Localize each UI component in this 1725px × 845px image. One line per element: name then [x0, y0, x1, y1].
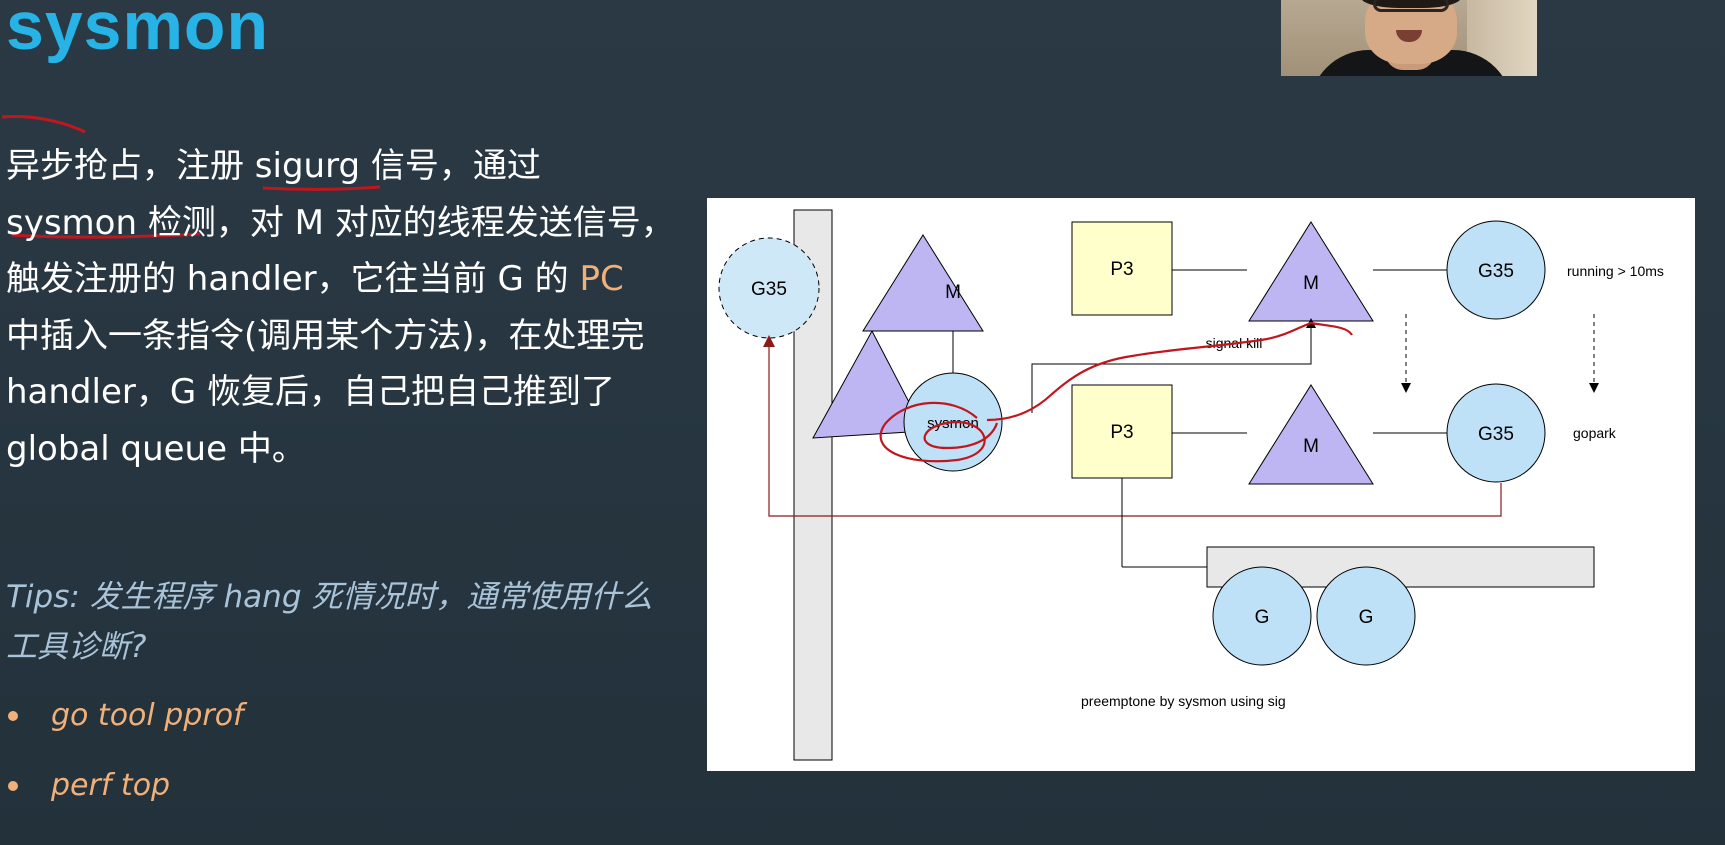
presenter-glasses — [1373, 0, 1449, 12]
paragraph-line: global queue 中。 — [6, 428, 306, 469]
p3-bottom-box — [1071, 384, 1173, 479]
list-item: go tool pprof — [0, 690, 244, 760]
bullet-icon — [8, 781, 18, 791]
left-g35-circle — [718, 237, 820, 339]
top-m-label: M — [945, 282, 961, 303]
p3-bottom-label: P3 — [1110, 422, 1133, 443]
slide-title: sysmon — [6, 0, 269, 64]
g35-bottom-circle — [1446, 383, 1546, 483]
paragraph-line: sysmon 检测，对 M 对应的线程发送信号， — [6, 202, 675, 243]
tips-line: Tips: 发生程序 hang 死情况时，通常使用什么 — [6, 579, 653, 615]
sysmon-m-triangle — [862, 234, 984, 332]
m-mid-top-label: M — [1303, 273, 1319, 294]
g35-bottom-label: G35 — [1478, 424, 1514, 445]
m-mid-bottom-triangle — [1248, 384, 1374, 485]
running-label: running > 10ms — [1567, 263, 1664, 279]
paragraph-line: 中插入一条指令(调用某个方法)，在处理完 — [6, 315, 645, 356]
bullet-label: go tool pprof — [51, 698, 244, 733]
top-m-triangle — [812, 329, 925, 439]
m-mid-bottom-label: M — [1303, 436, 1319, 457]
pen-underline-stroke — [1, 115, 86, 134]
signal-arrow — [1031, 318, 1316, 413]
preemption-diagram: G35 M sysmon P3 M G35 running > 10ms sig… — [718, 209, 1664, 761]
gopark-label: gopark — [1573, 425, 1617, 441]
p3-top-label: P3 — [1110, 259, 1133, 280]
main-paragraph: 异步抢占，注册 sigurg 信号，通过 sysmon 检测，对 M 对应的线程… — [6, 138, 686, 477]
pen-stroke-signal — [986, 321, 1353, 422]
g35-top-circle — [1446, 220, 1546, 320]
queue-g1-label: G — [1255, 607, 1270, 628]
bullet-icon — [8, 711, 18, 721]
sysmon-label: sysmon — [927, 415, 979, 432]
p3-top-box — [1071, 221, 1173, 316]
paragraph-text: 触发注册的 handler，它往当前 G 的 — [6, 259, 580, 299]
tools-list: go tool pprof perf top — [0, 690, 244, 830]
diagram-panel: G35 M sysmon P3 M G35 running > 10ms sig… — [707, 198, 1695, 771]
queue-g2-label: G — [1359, 607, 1374, 628]
tips-text: Tips: 发生程序 hang 死情况时，通常使用什么 工具诊断? — [6, 572, 666, 672]
list-item: perf top — [0, 760, 244, 830]
m-mid-top-triangle — [1248, 221, 1374, 322]
paragraph-line: 异步抢占，注册 sigurg 信号，通过 — [6, 146, 541, 186]
presenter-mouth — [1396, 30, 1422, 42]
return-arrow — [763, 335, 1502, 517]
queue-g2-circle — [1316, 566, 1416, 666]
pc-highlight: PC — [579, 259, 624, 299]
queue-g1-circle — [1212, 566, 1312, 666]
diagram-caption: preemptone by sysmon using sig — [1081, 693, 1286, 709]
presenter-hair — [1361, 0, 1461, 8]
presenter-webcam — [1281, 0, 1537, 76]
bullet-label: perf top — [51, 768, 171, 803]
g35-top-label: G35 — [1478, 261, 1514, 282]
left-g35-label: G35 — [751, 279, 787, 300]
pen-scribble-sysmon — [879, 401, 999, 463]
paragraph-line: 触发注册的 handler，它往当前 G 的 PC — [6, 251, 686, 308]
paragraph-line: handler，G 恢复后，自己把自己推到了 — [6, 372, 616, 412]
tips-line: 工具诊断? — [6, 629, 147, 665]
